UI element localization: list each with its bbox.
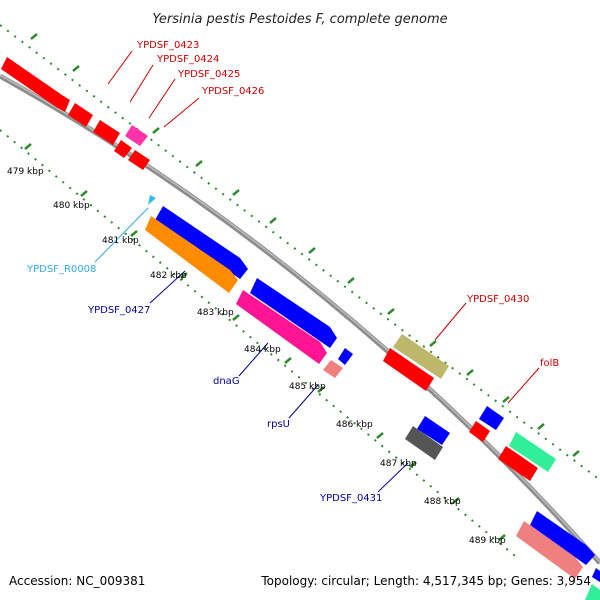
- callout-line-0430: [434, 302, 467, 341]
- gene-label-ypdsf-0424[interactable]: YPDSF_0424: [156, 54, 219, 65]
- tick-mark: [537, 423, 545, 430]
- gene-arrow-red-small-right[interactable]: [469, 421, 490, 442]
- gene-label-ypdsf-r0008[interactable]: YPDSF_R0008: [26, 264, 96, 275]
- gene-arrow-blue-bottom[interactable]: [530, 511, 595, 565]
- tick-mark: [24, 143, 32, 150]
- tick-mark: [347, 277, 355, 284]
- gene-arrow-ypdsf-0423[interactable]: [1, 57, 70, 112]
- callout-line-folb: [507, 367, 540, 404]
- tick-mark: [180, 272, 188, 279]
- accession-text: Accession: NC_009381: [9, 574, 145, 588]
- gene-arrow-salmon-bottom[interactable]: [516, 521, 583, 579]
- gene-arrow-ypdsf-0430[interactable]: [383, 348, 434, 391]
- tick-mark: [466, 369, 474, 376]
- tick-mark: [429, 340, 437, 347]
- gene-arrow-ypdsf-0424[interactable]: [68, 103, 93, 127]
- gene-arrow-ypdsf-0427[interactable]: [145, 216, 238, 293]
- callout-line-0424: [129, 64, 154, 103]
- callout-line-0426: [163, 97, 200, 128]
- tick-label: 480 kbp: [53, 201, 90, 211]
- gene-label-folb[interactable]: folB: [540, 358, 559, 369]
- tick-mark: [498, 534, 506, 541]
- inner-tick-marks: [24, 143, 506, 541]
- tick-mark: [308, 247, 316, 254]
- gene-arrow-ypdsf-0426[interactable]: [125, 125, 148, 146]
- gene-arrow-red-long-right[interactable]: [498, 446, 538, 481]
- tick-labels: 479 kbp 480 kbp 481 kbp 482 kbp 483 kbp …: [7, 167, 506, 546]
- genome-backbone-highlight: [0, 74, 600, 563]
- gene-arrow-dnag[interactable]: [236, 290, 327, 364]
- callout-line-0427: [149, 270, 186, 304]
- tick-label: 481 kbp: [102, 236, 139, 246]
- callout-line-rpsu: [288, 384, 319, 419]
- trna-marker-ypdsf-r0008[interactable]: [148, 195, 156, 205]
- gene-arrow-small-red-2[interactable]: [128, 150, 150, 170]
- tick-mark: [130, 230, 138, 237]
- tick-mark: [572, 450, 580, 457]
- gene-arrow-small-red-1[interactable]: [114, 140, 132, 158]
- tick-label: 484 kbp: [244, 345, 281, 355]
- gene-label-ypdsf-0426[interactable]: YPDSF_0426: [201, 86, 264, 97]
- gene-label-ypdsf-0425[interactable]: YPDSF_0425: [177, 69, 240, 80]
- callout-line-0423: [107, 50, 133, 85]
- gene-arrow-blue-small-right[interactable]: [479, 406, 504, 430]
- tick-mark: [387, 308, 395, 315]
- tick-mark: [452, 497, 460, 504]
- tick-mark: [284, 357, 292, 364]
- tick-mark: [317, 386, 325, 393]
- gene-arrow-olive[interactable]: [393, 334, 449, 379]
- gene-arrow-rpsu[interactable]: [323, 360, 343, 378]
- tick-label: 482 kbp: [150, 271, 187, 281]
- gene-arrow-blue-long-1[interactable]: [155, 206, 248, 279]
- gene-arrow-ypdsf-0431[interactable]: [405, 426, 443, 460]
- topology-text: Topology: circular; Length: 4,517,345 bp…: [260, 574, 591, 588]
- map-title: Yersinia pestis Pestoides F, complete ge…: [152, 12, 447, 27]
- gene-labels: YPDSF_0423 YPDSF_0424 YPDSF_0425 YPDSF_0…: [26, 40, 559, 504]
- tick-label: 488 kbp: [424, 497, 461, 507]
- gene-label-ypdsf-0423[interactable]: YPDSF_0423: [136, 40, 199, 51]
- callout-lines: [94, 50, 540, 493]
- gene-label-rpsu[interactable]: rpsU: [267, 419, 290, 430]
- tick-mark: [195, 160, 203, 167]
- gene-label-ypdsf-0431[interactable]: YPDSF_0431: [319, 493, 382, 504]
- gene-arrow-blue-long-2[interactable]: [250, 278, 337, 348]
- tick-label: 485 kbp: [289, 382, 326, 392]
- tick-mark: [80, 190, 88, 197]
- callout-line-r0008: [94, 207, 149, 263]
- tick-mark: [409, 461, 417, 468]
- gene-label-dnag[interactable]: dnaG: [213, 376, 240, 387]
- gene-arrow-folb[interactable]: [509, 432, 556, 472]
- tick-mark: [269, 217, 277, 224]
- gene-arrow-blue-small-1[interactable]: [338, 348, 353, 365]
- outer-tick-marks: [30, 33, 580, 457]
- tick-mark: [232, 314, 240, 321]
- tick-mark: [232, 189, 240, 196]
- tick-mark: [30, 33, 38, 40]
- callout-line-dnag: [238, 342, 269, 377]
- outer-dotted-guide: [0, 24, 600, 481]
- gene-label-ypdsf-0427[interactable]: YPDSF_0427: [87, 305, 150, 316]
- tick-label: 487 kbp: [380, 459, 417, 469]
- gene-arrow-ypdsf-0425[interactable]: [93, 120, 120, 145]
- callout-line-0425: [148, 78, 176, 119]
- gene-label-ypdsf-0430[interactable]: YPDSF_0430: [466, 294, 529, 305]
- tick-label: 479 kbp: [7, 167, 44, 177]
- tick-mark: [376, 432, 384, 439]
- tick-mark: [502, 396, 510, 403]
- gene-arrow-edge-teal[interactable]: [585, 584, 600, 600]
- callout-line-0431: [377, 462, 409, 493]
- gene-arrow-blue-small-2[interactable]: [417, 416, 450, 445]
- tick-label: 483 kbp: [197, 308, 234, 318]
- tick-label: 486 kbp: [336, 420, 373, 430]
- tick-label: 489 kbp: [469, 536, 506, 546]
- tick-mark: [152, 127, 160, 134]
- tick-mark: [72, 65, 80, 72]
- gene-arrow-edge-blue[interactable]: [592, 568, 600, 582]
- track-guides: [0, 24, 600, 561]
